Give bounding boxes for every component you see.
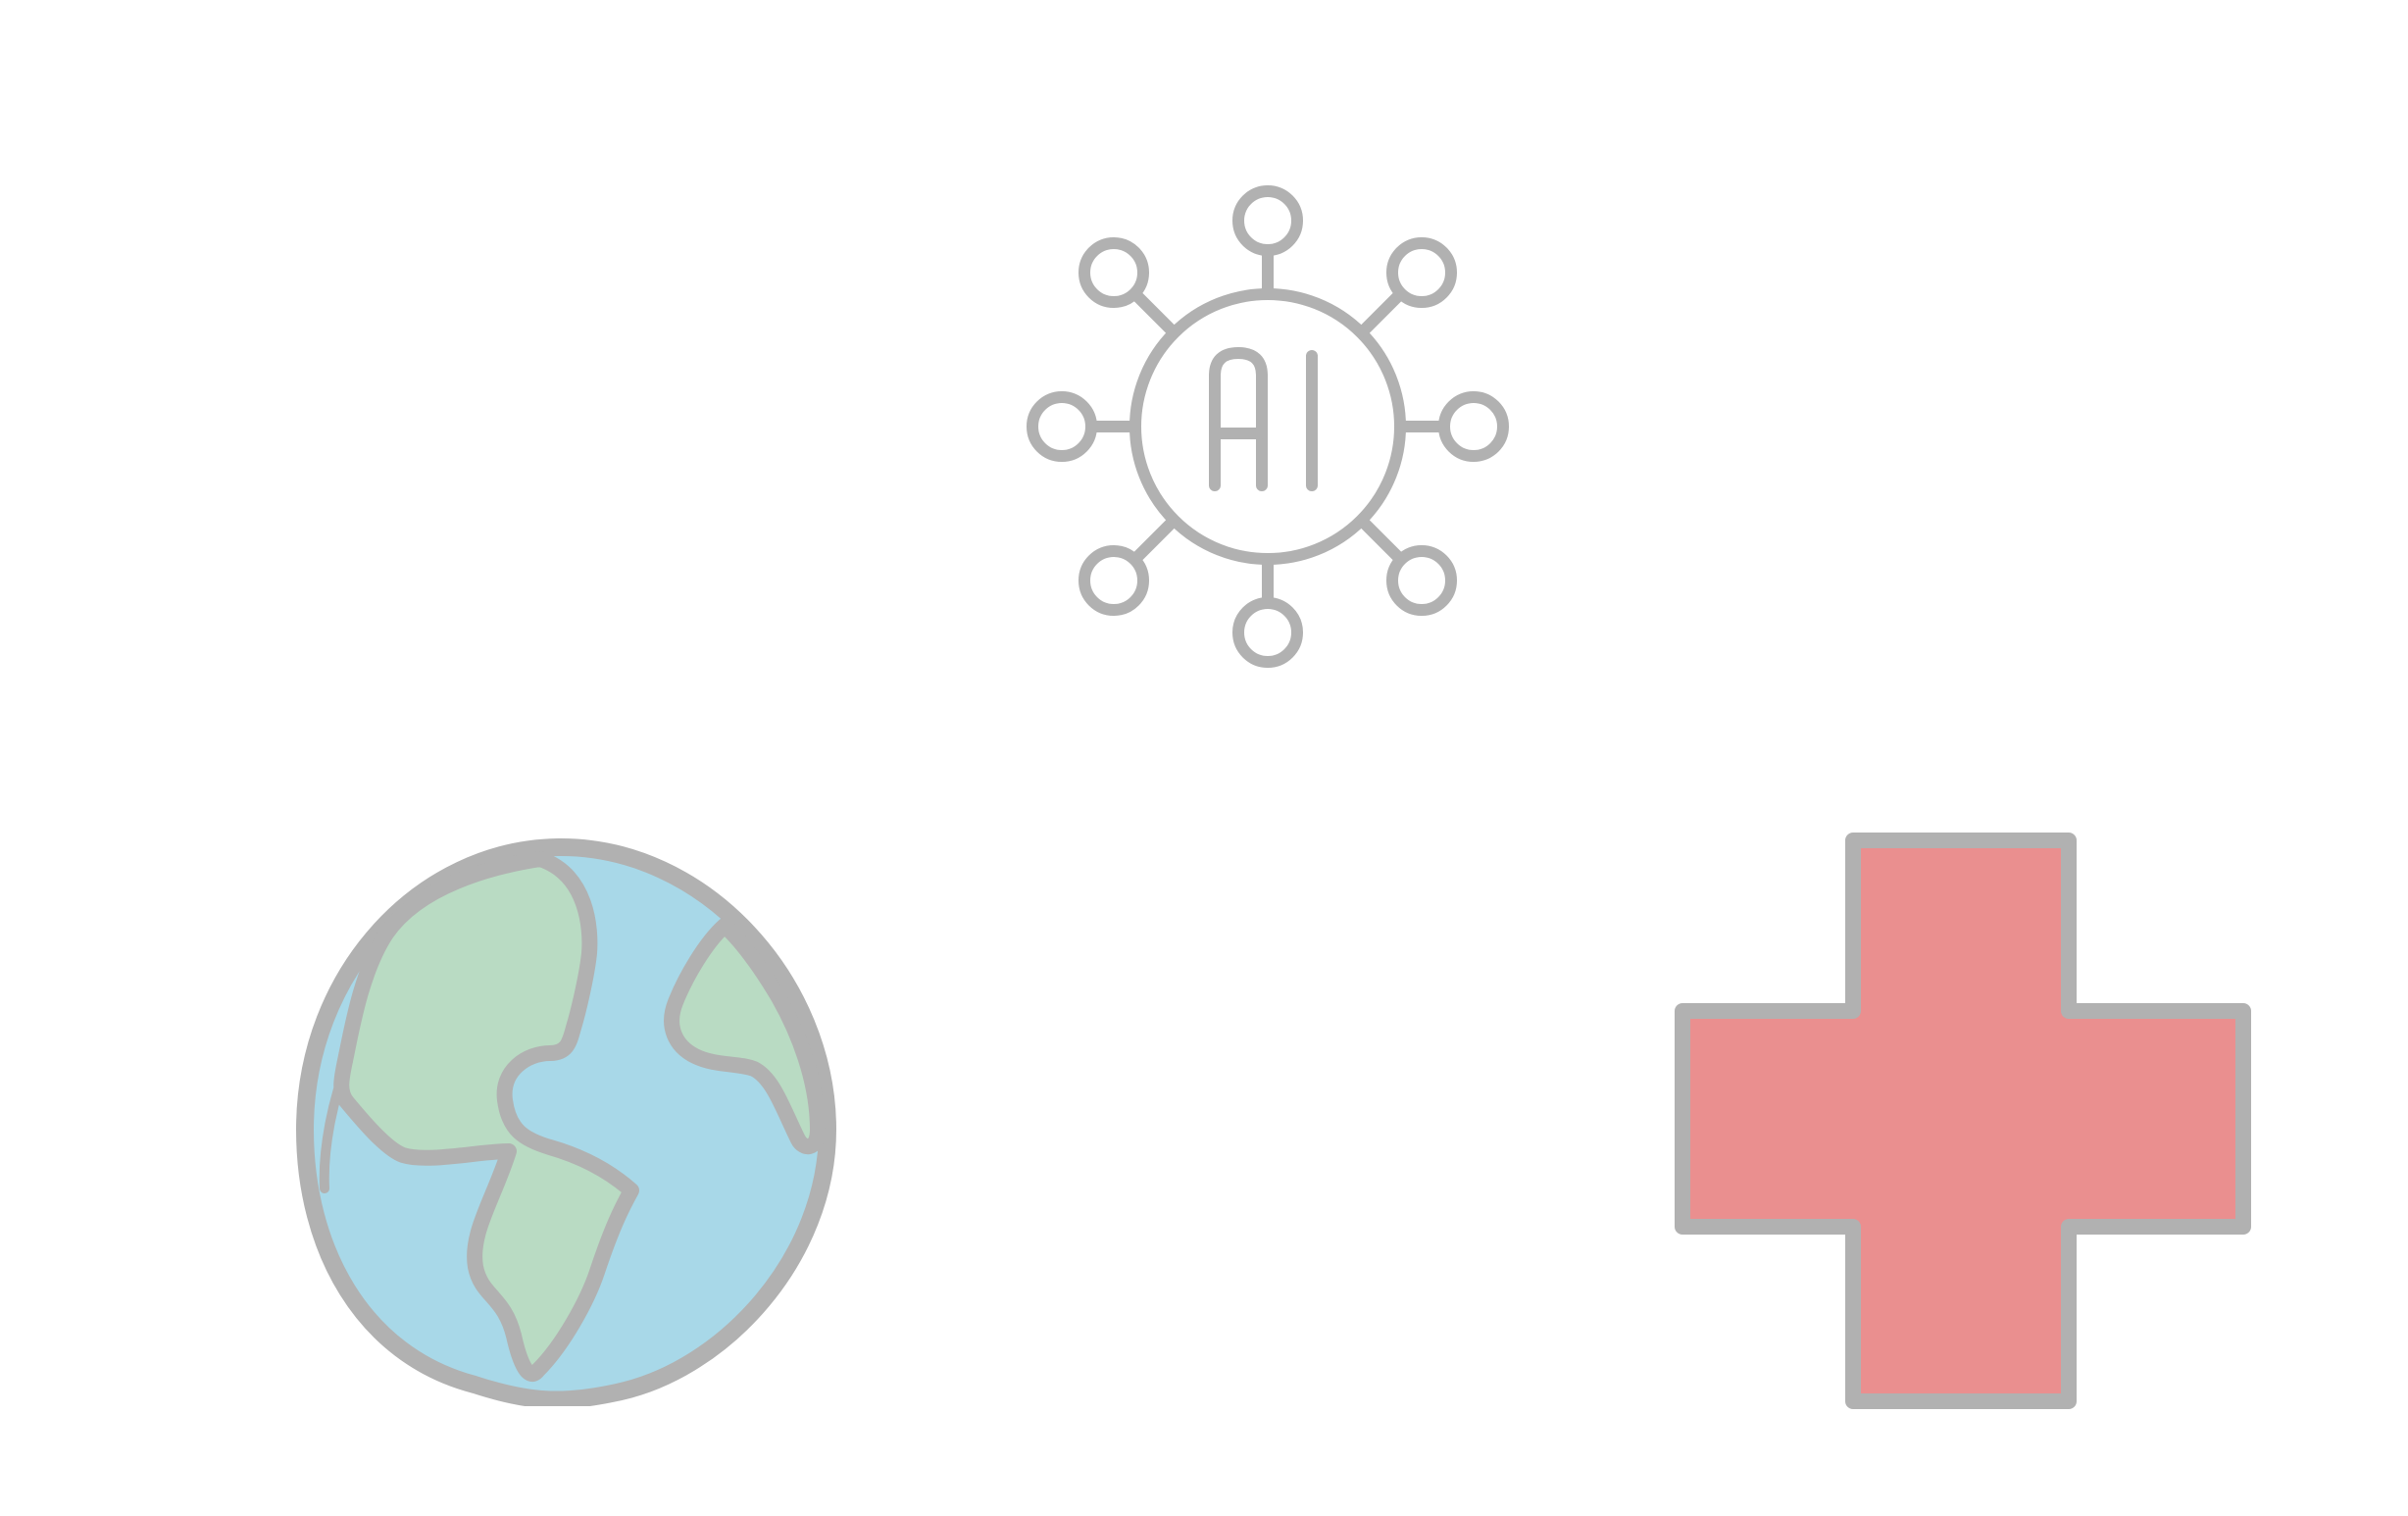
medical-cross-icon	[1675, 833, 2251, 1409]
globe-icon	[293, 835, 838, 1406]
ai-network-icon: AI	[974, 132, 1562, 721]
globe-landmass-east	[664, 918, 826, 1155]
cross-shape	[1675, 833, 2251, 1409]
